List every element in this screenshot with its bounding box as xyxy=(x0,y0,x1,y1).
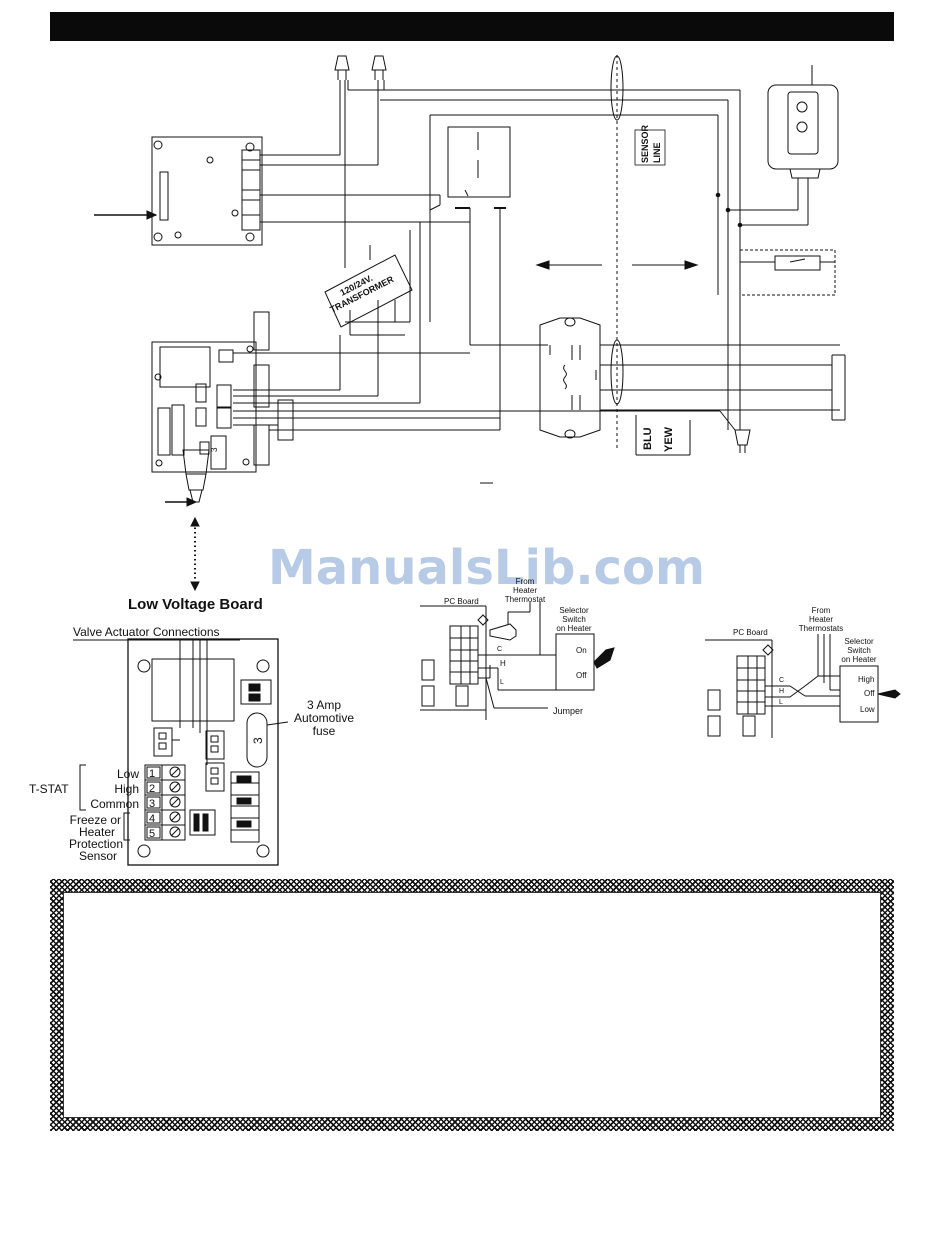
selector-switch-label: Switch xyxy=(847,646,871,655)
terminal-label-high: High xyxy=(114,782,139,796)
from-thermostat-label: Thermostat xyxy=(505,595,546,604)
pc-board-label: PC Board xyxy=(444,597,479,606)
pc-board-mini xyxy=(151,341,257,503)
switch-off-label: Off xyxy=(576,671,587,680)
pc-board-label: PC Board xyxy=(733,628,768,637)
terminal-number: 3 xyxy=(149,798,155,810)
wire-label-blu: BLU xyxy=(642,427,654,450)
direction-arrows xyxy=(535,260,699,270)
watermark: ManualsLib.com xyxy=(268,540,705,596)
selector-switch-label: Switch xyxy=(562,615,586,624)
three-wire-wiring xyxy=(705,634,901,738)
switch-on-label: On xyxy=(576,646,587,655)
pointer-arrow-top xyxy=(94,210,158,220)
note-frame xyxy=(50,879,894,1131)
outlet-box xyxy=(715,65,839,228)
plug-connector-bottom xyxy=(734,429,751,453)
freeze-sensor-label: Heater xyxy=(79,825,115,839)
tstat-label: T-STAT xyxy=(29,782,69,796)
wire-label-yew: YEW xyxy=(663,426,675,452)
plug-connector-right xyxy=(371,55,387,80)
transformer xyxy=(324,230,413,336)
from-thermostats-label: Heater xyxy=(809,615,833,624)
selector-switch-label: Selector xyxy=(559,606,589,615)
selector-switch-label: Selector xyxy=(844,637,874,646)
terminal-label-low: Low xyxy=(117,767,139,781)
terminal-l: L xyxy=(500,679,504,686)
selector-switch-label: on Heater xyxy=(841,655,876,664)
sensor-line-label: LINE xyxy=(652,142,662,163)
fuse-label: 3 Amp xyxy=(307,698,341,712)
terminal-label-common: Common xyxy=(90,797,139,811)
switch-low-label: Low xyxy=(860,705,875,714)
from-thermostats-label: From xyxy=(812,606,831,615)
terminal-number: 2 xyxy=(149,783,155,795)
freeze-sensor-label: Sensor xyxy=(79,849,117,863)
from-thermostats-label: Thermostats xyxy=(799,624,843,633)
sensor-line-label: SENSOR xyxy=(640,124,650,163)
fuse-label: Automotive xyxy=(294,711,354,725)
pointer-arrow-bottom xyxy=(165,497,198,507)
fuse-number: 3 xyxy=(251,737,265,744)
note-frame-body xyxy=(63,892,881,1118)
low-voltage-board-title: Low Voltage Board xyxy=(128,596,263,613)
plug-connector-left xyxy=(334,55,350,80)
header-bar xyxy=(50,12,894,41)
low-voltage-board xyxy=(73,638,289,866)
valve-actuator-label: Valve Actuator Connections xyxy=(73,625,220,639)
terminal-number: 1 xyxy=(149,768,155,780)
selector-switch-label: on Heater xyxy=(556,624,591,633)
gas-valve xyxy=(470,317,846,484)
high-voltage-board xyxy=(151,136,263,246)
terminal-h: H xyxy=(779,688,784,695)
fuse-label: fuse xyxy=(313,724,336,738)
switch-off-label: Off xyxy=(864,689,875,698)
terminal-c: C xyxy=(779,677,784,684)
freeze-sensor-label: Freeze or xyxy=(70,813,121,827)
terminal-number: 5 xyxy=(149,828,155,840)
terminal-h: H xyxy=(500,659,506,668)
fuse-number-small: 3 xyxy=(210,447,219,452)
terminal-l: L xyxy=(779,699,783,706)
freeze-sensor-label: Protection xyxy=(69,837,123,851)
terminal-number: 4 xyxy=(149,813,155,825)
two-wire-wiring xyxy=(420,602,615,720)
from-thermostat-label: From xyxy=(516,577,535,586)
relay xyxy=(429,114,719,430)
jumper-label: Jumper xyxy=(553,706,583,716)
pressure-switch xyxy=(739,249,836,296)
terminal-c: C xyxy=(497,646,502,653)
switch-high-label: High xyxy=(858,675,874,684)
from-thermostat-label: Heater xyxy=(513,586,537,595)
